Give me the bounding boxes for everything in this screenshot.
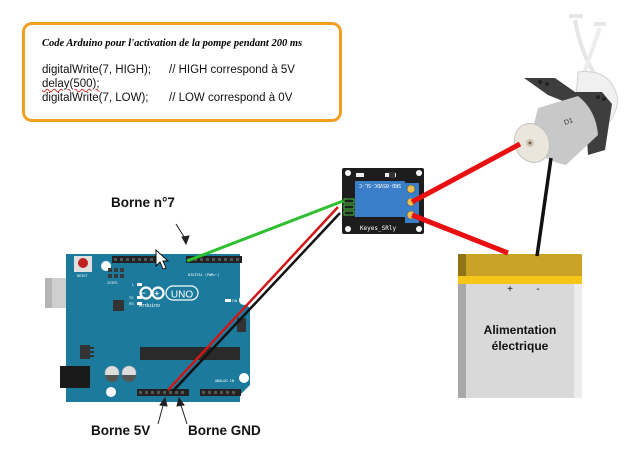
header-pin: [194, 258, 197, 261]
mouse-cursor-icon: [155, 248, 170, 270]
arduino-logo: [139, 286, 165, 300]
relay-block: [355, 181, 405, 217]
header-pin: [139, 391, 142, 394]
l-label: L: [132, 283, 134, 287]
relay-module: SRD-05VDC-SL-C Keyes_SRly: [342, 168, 424, 234]
battery-label-line2: électrique: [491, 339, 549, 353]
battery-plus-label: +: [507, 284, 513, 295]
battery-label: Alimentation électrique: [458, 322, 582, 354]
motor-text: D1: [563, 117, 574, 127]
battery-label-line1: Alimentation: [483, 323, 557, 337]
header-pin: [220, 391, 223, 394]
code-text: digitalWrite(7, LOW);: [42, 92, 149, 104]
annotation-arrows: [157, 223, 190, 425]
code-comment: // HIGH correspond à 5V: [169, 64, 295, 76]
battery: [458, 254, 582, 398]
pump: D1: [514, 14, 619, 165]
rx-label: RX: [129, 302, 135, 306]
label-pin7: Borne n°7: [111, 195, 175, 210]
battery-negative-wire: [535, 157, 553, 257]
header-pin: [226, 391, 229, 394]
digital-label: DIGITAL (PWM=~): [188, 273, 220, 277]
battery-cap: [458, 254, 582, 276]
header-pin: [126, 258, 129, 261]
header-pin: [202, 391, 205, 394]
header-pin: [218, 258, 221, 261]
header-pin: [157, 391, 160, 394]
board-pcb: [66, 254, 250, 402]
battery-body: [458, 254, 582, 398]
header-pin: [114, 258, 117, 261]
arduino-board: RESET ICSP2 DIGITAL (PWM=~) − + UNO Ardu…: [45, 254, 250, 402]
code-title: Code Arduino pour l'activation de la pom…: [42, 38, 303, 49]
brand-label: Arduino: [139, 303, 160, 309]
code-line-2: delay(500);: [42, 78, 100, 90]
label-pin5v: Borne 5V: [91, 423, 151, 438]
code-box: [22, 22, 342, 122]
reset-label: RESET: [77, 274, 88, 278]
tx-label: TX: [129, 296, 134, 300]
analog-label: ANALOG IN: [215, 379, 234, 383]
microcontroller: [140, 347, 240, 360]
code-comment: // LOW correspond à 0V: [169, 92, 293, 104]
header-pin: [200, 258, 203, 261]
code-line-3: digitalWrite(7, LOW); // LOW correspond …: [42, 92, 292, 104]
power-jack: [60, 366, 90, 388]
terminal-nc: [406, 184, 416, 194]
icsp-label: ICSP2: [107, 281, 118, 285]
code-line-1: digitalWrite(7, HIGH); // HIGH correspon…: [42, 64, 295, 76]
header-pin: [208, 391, 211, 394]
pump-power-wire: [410, 141, 522, 205]
svg-text:+: +: [155, 289, 160, 298]
wires: [167, 141, 553, 392]
header-pin: [224, 258, 227, 261]
code-text: delay(500);: [42, 78, 100, 90]
header-pin: [120, 258, 123, 261]
header-pin: [138, 258, 141, 261]
relay-module-label: Keyes_SRly: [360, 225, 397, 232]
header-pin: [150, 258, 153, 261]
header-pin: [144, 258, 147, 261]
header-pin: [151, 391, 154, 394]
header-pin: [236, 258, 239, 261]
gnd-wire: [172, 212, 341, 392]
header-pin: [169, 391, 172, 394]
vcc-wire: [167, 206, 339, 391]
label-pin-gnd: Borne GND: [188, 423, 261, 438]
header-pin: [145, 391, 148, 394]
header-pin: [181, 391, 184, 394]
chip-small: [113, 300, 124, 311]
battery-positive-wire: [411, 212, 509, 256]
header-pin: [212, 258, 215, 261]
on-label: ON: [232, 299, 238, 303]
uno-label: UNO: [171, 290, 193, 301]
header-pin: [206, 258, 209, 261]
code-text: digitalWrite(7, HIGH);: [42, 64, 152, 76]
svg-text:−: −: [142, 291, 146, 298]
header-pin: [232, 391, 235, 394]
header-pin: [230, 258, 233, 261]
signal-wire: [186, 199, 344, 263]
header-pin: [175, 391, 178, 394]
relay-text: SRD-05VDC-SL-C: [359, 182, 401, 188]
header-pin: [214, 391, 217, 394]
header-pin: [163, 391, 166, 394]
battery-minus-label: -: [536, 284, 539, 295]
header-top-left: [112, 256, 162, 263]
header-pin: [132, 258, 135, 261]
